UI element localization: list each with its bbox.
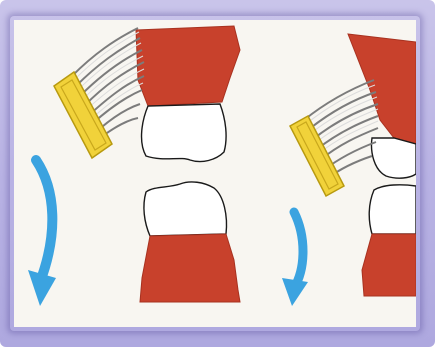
left-lower-gum — [140, 234, 240, 302]
right-upper-tooth — [372, 138, 416, 178]
left-panel — [28, 26, 240, 306]
right-upper-gum — [348, 34, 416, 144]
left-upper-gum — [136, 26, 240, 106]
right-brush-handle — [290, 116, 344, 196]
left-upper-tooth — [142, 104, 227, 162]
left-lower-tooth — [144, 182, 227, 236]
right-arrow-icon — [282, 212, 308, 306]
left-arrow-icon — [28, 160, 56, 306]
right-lower-tooth — [369, 185, 416, 234]
right-lower-gum — [362, 234, 416, 296]
tooth-brushing-illustration — [14, 20, 416, 327]
illustration-canvas — [14, 20, 416, 327]
right-panel — [282, 34, 416, 306]
